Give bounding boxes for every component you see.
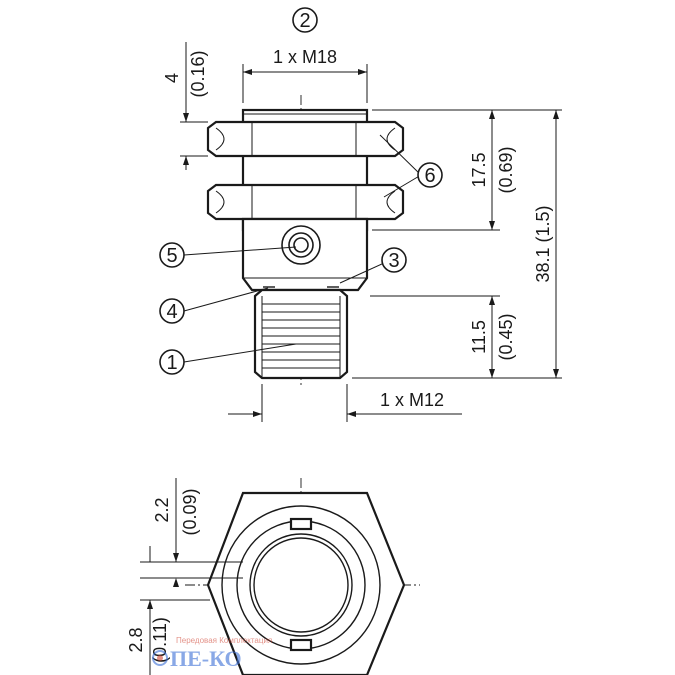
front-view <box>185 478 420 675</box>
callout-2: 2 <box>299 10 310 32</box>
dim-upper-height-in: (0.69) <box>496 146 516 193</box>
dim-nut-height: 4 <box>162 73 182 83</box>
dim-bottom-a-in: (0.09) <box>180 488 200 535</box>
dim-upper-height: 17.5 <box>469 152 489 187</box>
callout-4: 4 <box>166 301 177 323</box>
callout-1: 1 <box>166 352 177 374</box>
dimension-lines <box>180 42 562 422</box>
watermark-subtext: Передовая Комплектация <box>176 636 272 645</box>
callouts <box>159 7 443 375</box>
dim-connector-height: 11.5 <box>469 320 489 354</box>
callout-6: 6 <box>424 165 435 187</box>
callout-5: 5 <box>166 245 177 267</box>
side-view <box>206 95 405 385</box>
dim-thread-bottom: 1 x M12 <box>380 390 444 410</box>
dim-bottom-a: 2.2 <box>152 497 172 522</box>
dim-bottom-b-in: (0.11) <box>150 617 170 663</box>
dim-bottom-b: 2.8 <box>126 627 146 652</box>
watermark: ПЕ-КО Передовая Комплектация <box>152 636 272 671</box>
dim-thread-top: 1 x M18 <box>273 47 337 67</box>
dim-connector-height-in: (0.45) <box>496 313 516 360</box>
front-dimension-lines <box>140 478 243 675</box>
dim-nut-height-in: (0.16) <box>188 50 208 97</box>
callout-3: 3 <box>388 250 399 272</box>
dim-overall-height: 38.1 (1.5) <box>533 205 553 282</box>
watermark-logo-icon <box>152 650 168 666</box>
watermark-text: ПЕ-КО <box>170 646 242 671</box>
